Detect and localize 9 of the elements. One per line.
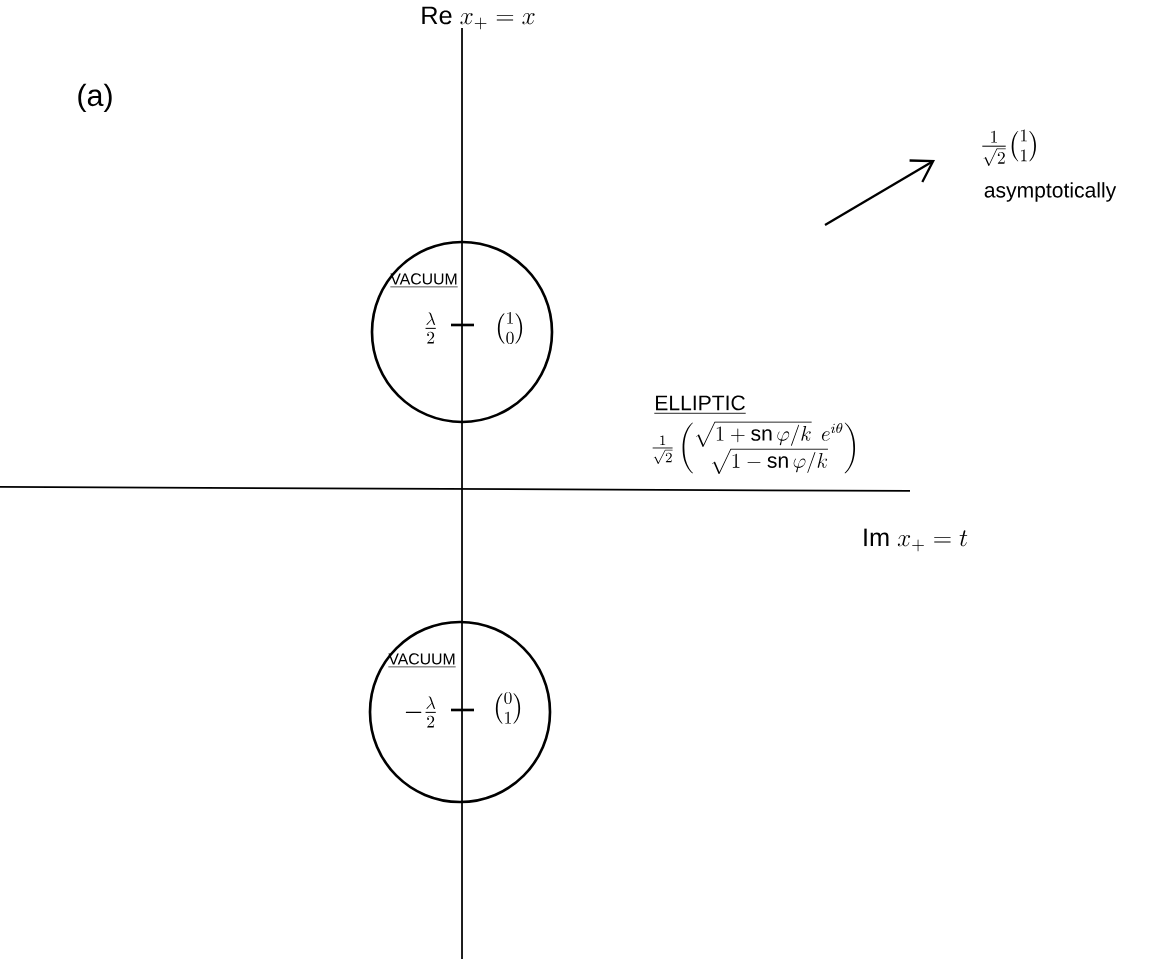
formula-label: $\frac{\lambda}{2}$ — [425, 312, 436, 344]
formula-label: $\mathrm{Im}\; x_{+} = t$ — [864, 528, 968, 552]
formula-label: $\frac{1}{\sqrt{2}}\begin{pmatrix}\sqrt{1+\mathrm{sn}\,\varphi/k}\;\, e^{i\theta}\\ \sqrt{1-\mathrm{sn}\,\varphi/k}\end{pmatrix}$ — [652, 421, 856, 475]
formula-label: $-\frac{\lambda}{2}$ — [405, 696, 436, 728]
text-label: (a) — [78, 83, 112, 113]
text-label: asymptotically — [984, 182, 1117, 202]
heading-label: ELLIPTIC — [653, 395, 747, 414]
formula-label: $\frac{1}{\sqrt{2}}\binom{1}{1}$ — [982, 129, 1036, 166]
formula-label: $\mathrm{Re}\; x_{+} = x$ — [422, 6, 535, 30]
